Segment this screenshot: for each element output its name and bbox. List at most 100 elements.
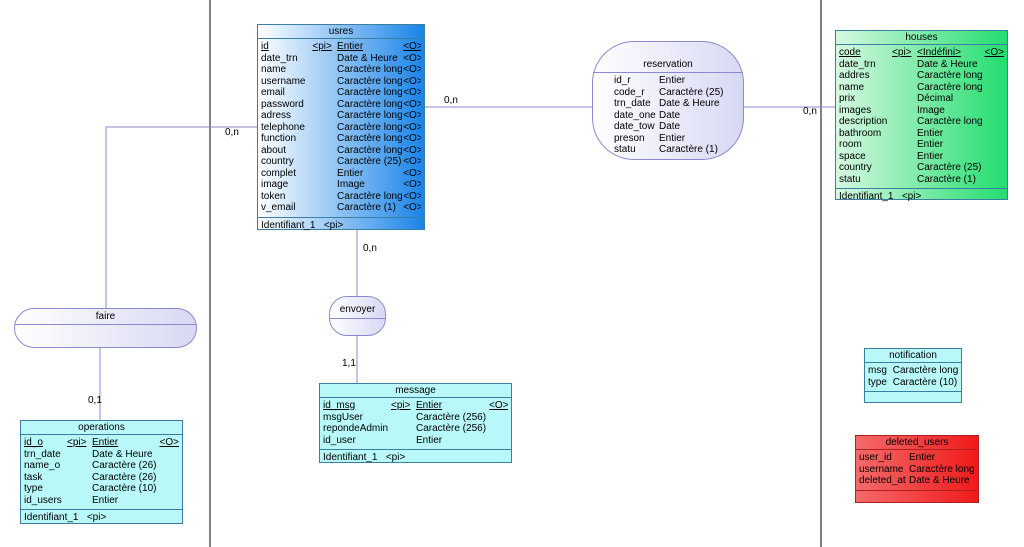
- identifier-key: <pi>: [385, 452, 406, 463]
- attribute-type: Entier: [917, 127, 944, 139]
- attribute-name: msg: [868, 365, 887, 376]
- attribute-name: image: [261, 179, 289, 190]
- attribute-key: [312, 64, 337, 76]
- association-envoyer[interactable]: envoyer: [329, 296, 386, 336]
- attribute-type: Caractère (1): [917, 173, 976, 185]
- attribute-name: trn_date: [614, 98, 651, 109]
- attribute-name: type: [868, 376, 887, 388]
- attribute-name: addres: [839, 70, 870, 81]
- attribute-name: id_r: [614, 75, 631, 86]
- attribute-option: [489, 423, 508, 435]
- attribute-name: country: [261, 156, 294, 167]
- attribute-row: description Caractère long: [839, 116, 1004, 128]
- attribute-option: [984, 116, 1004, 128]
- attribute-option: <O>: [403, 167, 421, 179]
- attribute-name: prix: [839, 93, 856, 104]
- attribute-name: trn_date: [24, 448, 61, 460]
- attribute-name: description: [839, 116, 888, 127]
- attribute-name: name: [261, 64, 287, 75]
- attribute-type: Entier: [416, 434, 443, 446]
- attribute-type: Caractère long: [337, 144, 403, 156]
- entity-identifier: Identifiant_1 <pi>: [320, 450, 511, 465]
- attribute-type: Décimal: [917, 93, 954, 104]
- attribute-type: Caractère long: [337, 75, 403, 87]
- association-divider: [15, 324, 196, 325]
- cardinality-usres-envoyer: 0,n: [363, 243, 377, 254]
- association-divider: [330, 318, 385, 319]
- attribute-option: <O>: [403, 190, 421, 202]
- attribute-type: Caractère long: [337, 133, 403, 144]
- attribute-type: Caractère (10): [92, 483, 157, 494]
- cardinality-operations-faire: 0,1: [88, 395, 102, 406]
- entity-title: usres: [258, 25, 424, 39]
- entity-title: deleted_users: [856, 436, 978, 450]
- association-faire[interactable]: faire: [14, 308, 197, 348]
- attribute-key: [312, 156, 337, 168]
- attribute-type: Caractère (1): [337, 202, 396, 213]
- link-usres-faire: [105, 126, 257, 308]
- attribute-name: country: [839, 162, 872, 173]
- cardinality-message-envoyer: 1,1: [342, 358, 356, 369]
- attribute-name: date_trn: [261, 52, 298, 64]
- attribute-name: adress: [261, 110, 292, 121]
- attribute-row: id_o<pi>Entier<O>: [24, 437, 179, 449]
- attribute-key: <pi>: [312, 41, 332, 52]
- attribute-key: [391, 435, 416, 447]
- attribute-type: Caractère (25): [659, 86, 724, 98]
- attribute-type: Date & Heure: [909, 475, 970, 486]
- attribute-type: Entier: [909, 452, 936, 463]
- attribute-row: code<pi><Indéfini><O>: [839, 47, 1004, 59]
- attribute-name: images: [839, 104, 872, 116]
- attribute-type: Caractère long: [337, 64, 403, 75]
- attribute-name: code: [839, 47, 861, 58]
- attribute-option: [984, 105, 1004, 117]
- attribute-type: Caractère long: [917, 116, 983, 127]
- attribute-name: about: [261, 144, 287, 156]
- attribute-type: Entier: [92, 437, 119, 448]
- attribute-type: Caractère long: [917, 81, 983, 93]
- attribute-key: [67, 483, 92, 495]
- attribute-row: id<pi>Entier<O>: [261, 41, 421, 53]
- attribute-option: <O>: [489, 400, 508, 411]
- attribute-name: statu: [614, 144, 636, 155]
- entity-title: message: [320, 384, 511, 398]
- attribute-option: [984, 162, 1004, 174]
- attribute-option: <O>: [403, 156, 421, 167]
- attribute-key: [312, 179, 337, 191]
- attribute-key: [892, 59, 917, 71]
- attribute-name: telephone: [261, 121, 305, 133]
- attribute-name: id_user: [323, 434, 356, 446]
- attribute-name: date_trn: [839, 58, 876, 70]
- association-title: reservation: [643, 59, 693, 70]
- attribute-type: Entier: [337, 41, 364, 52]
- attribute-type: Caractère long: [909, 463, 975, 475]
- attribute-type: Entier: [917, 139, 944, 150]
- attribute-key: [67, 495, 92, 507]
- attribute-type: Entier: [917, 150, 944, 162]
